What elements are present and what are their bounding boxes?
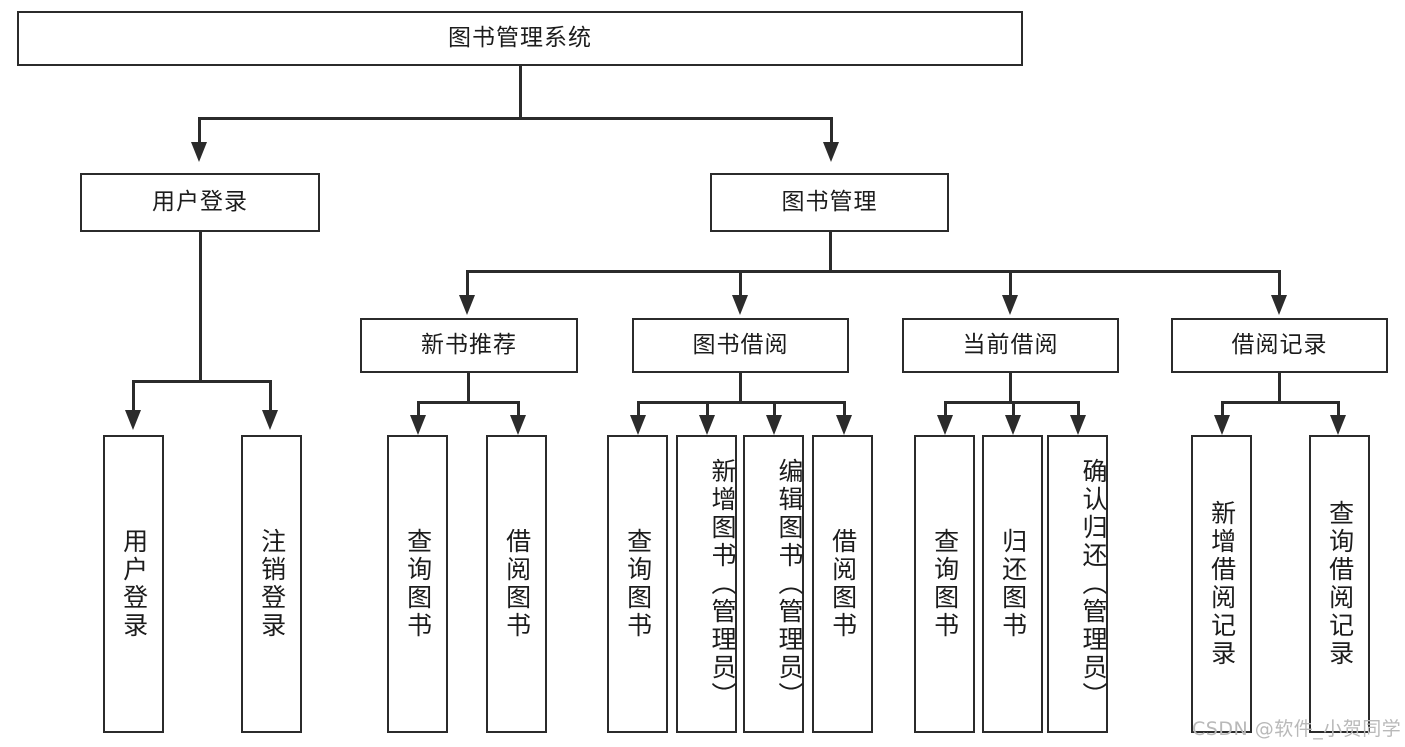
connector-new-book-stem — [467, 373, 470, 403]
connector-current-borrow-bus — [944, 401, 1079, 404]
connector-current-borrow-d3 — [1077, 401, 1080, 421]
node-label: 确认归还（管理员） — [1079, 458, 1108, 710]
connector-borrow-record-stem — [1278, 373, 1281, 403]
connector-current-borrow-d1 — [944, 401, 947, 421]
connector-level3-bus — [466, 270, 1280, 273]
arrowhead-book-borrow-leaf-3 — [766, 415, 782, 435]
arrowhead-current-borrow — [1002, 295, 1018, 315]
arrowhead-new-book-recommend — [459, 295, 475, 315]
arrowhead-current-borrow-leaf-3 — [1070, 415, 1086, 435]
node-label: 图书管理 — [781, 188, 878, 215]
leaf-add-book-admin[interactable]: 新增图书（管理员） — [676, 435, 737, 733]
node-label: 新增借阅记录 — [1207, 500, 1237, 668]
connector-book-borrow-d3 — [773, 401, 776, 421]
connector-book-borrow-bus — [637, 401, 845, 404]
leaf-query-book-recommend[interactable]: 查询图书 — [387, 435, 448, 733]
arrowhead-current-borrow-leaf-1 — [937, 415, 953, 435]
leaf-query-borrow-record[interactable]: 查询借阅记录 — [1309, 435, 1370, 733]
connector-level3-drop-1 — [466, 270, 469, 298]
arrowhead-book-borrow-leaf-2 — [699, 415, 715, 435]
connector-level3-drop-3 — [1009, 270, 1012, 298]
node-new-book-recommend[interactable]: 新书推荐 — [360, 318, 578, 373]
connector-root-to-book-management — [830, 117, 833, 145]
connector-user-login-right — [269, 380, 272, 412]
connector-book-borrow-d4 — [843, 401, 846, 421]
node-label: 新书推荐 — [421, 331, 517, 358]
node-label: 用户登录 — [152, 188, 248, 215]
node-label: 查询借阅记录 — [1325, 500, 1355, 668]
connector-root-stem — [519, 66, 522, 117]
node-root-book-management-system[interactable]: 图书管理系统 — [17, 11, 1023, 66]
node-label: 当前借阅 — [962, 331, 1059, 358]
node-label: 借阅图书 — [502, 528, 532, 640]
node-label: 查询图书 — [403, 528, 433, 640]
connector-book-borrow-d2 — [706, 401, 709, 421]
arrowhead-to-book-management — [823, 142, 839, 162]
connector-user-login-stem — [199, 232, 202, 382]
connector-current-borrow-stem — [1009, 373, 1012, 403]
leaf-return-book[interactable]: 归还图书 — [982, 435, 1043, 733]
node-book-borrow[interactable]: 图书借阅 — [632, 318, 849, 373]
connector-root-bus — [198, 117, 832, 120]
node-label: 新增图书（管理员） — [708, 458, 737, 710]
node-label: 编辑图书（管理员） — [775, 458, 804, 710]
arrowhead-borrow-record-leaf-1 — [1214, 415, 1230, 435]
connector-borrow-record-bus — [1221, 401, 1339, 404]
leaf-borrow-book[interactable]: 借阅图书 — [812, 435, 873, 733]
leaf-query-book-borrow[interactable]: 查询图书 — [607, 435, 668, 733]
leaf-borrow-book-recommend[interactable]: 借阅图书 — [486, 435, 547, 733]
node-label: 查询图书 — [930, 528, 960, 640]
leaf-logout[interactable]: 注销登录 — [241, 435, 302, 733]
leaf-add-borrow-record[interactable]: 新增借阅记录 — [1191, 435, 1252, 733]
arrowhead-borrow-record-leaf-2 — [1330, 415, 1346, 435]
node-label: 借阅图书 — [828, 528, 858, 640]
connector-level3-drop-4 — [1278, 270, 1281, 298]
node-label: 注销登录 — [257, 528, 287, 640]
connector-root-to-user-login — [198, 117, 201, 145]
arrowhead-book-borrow — [732, 295, 748, 315]
connector-level3-drop-2 — [739, 270, 742, 298]
arrowhead-current-borrow-leaf-2 — [1005, 415, 1021, 435]
leaf-query-book-current[interactable]: 查询图书 — [914, 435, 975, 733]
connector-new-book-bus — [417, 401, 519, 404]
arrowhead-new-book-leaf-1 — [410, 415, 426, 435]
node-label: 借阅记录 — [1231, 331, 1328, 358]
arrowhead-user-login-leaf-1 — [125, 410, 141, 430]
node-label: 用户登录 — [119, 528, 149, 640]
arrowhead-user-login-leaf-2 — [262, 410, 278, 430]
node-label: 图书借阅 — [692, 331, 789, 358]
node-borrow-record[interactable]: 借阅记录 — [1171, 318, 1388, 373]
node-label: 归还图书 — [998, 528, 1028, 640]
connector-current-borrow-d2 — [1012, 401, 1015, 421]
arrowhead-book-borrow-leaf-4 — [836, 415, 852, 435]
connector-new-book-d2 — [517, 401, 520, 421]
node-user-login[interactable]: 用户登录 — [80, 173, 320, 232]
connector-book-borrow-stem — [739, 373, 742, 403]
arrowhead-borrow-record — [1271, 295, 1287, 315]
connector-user-login-left — [132, 380, 135, 412]
connector-book-management-stem — [829, 232, 832, 272]
watermark-csdn: CSDN @软件_小贺同学 — [1192, 718, 1402, 740]
connector-user-login-bus — [132, 380, 269, 383]
connector-book-borrow-d1 — [637, 401, 640, 421]
node-current-borrow[interactable]: 当前借阅 — [902, 318, 1119, 373]
connector-borrow-record-d1 — [1221, 401, 1224, 421]
connector-borrow-record-d2 — [1337, 401, 1340, 421]
leaf-edit-book-admin[interactable]: 编辑图书（管理员） — [743, 435, 804, 733]
node-label: 图书管理系统 — [448, 24, 592, 51]
node-book-management[interactable]: 图书管理 — [710, 173, 949, 232]
leaf-confirm-return-admin[interactable]: 确认归还（管理员） — [1047, 435, 1108, 733]
node-label: 查询图书 — [623, 528, 653, 640]
connector-new-book-d1 — [417, 401, 420, 421]
arrowhead-to-user-login — [191, 142, 207, 162]
arrowhead-book-borrow-leaf-1 — [630, 415, 646, 435]
arrowhead-new-book-leaf-2 — [510, 415, 526, 435]
leaf-user-login[interactable]: 用户登录 — [103, 435, 164, 733]
